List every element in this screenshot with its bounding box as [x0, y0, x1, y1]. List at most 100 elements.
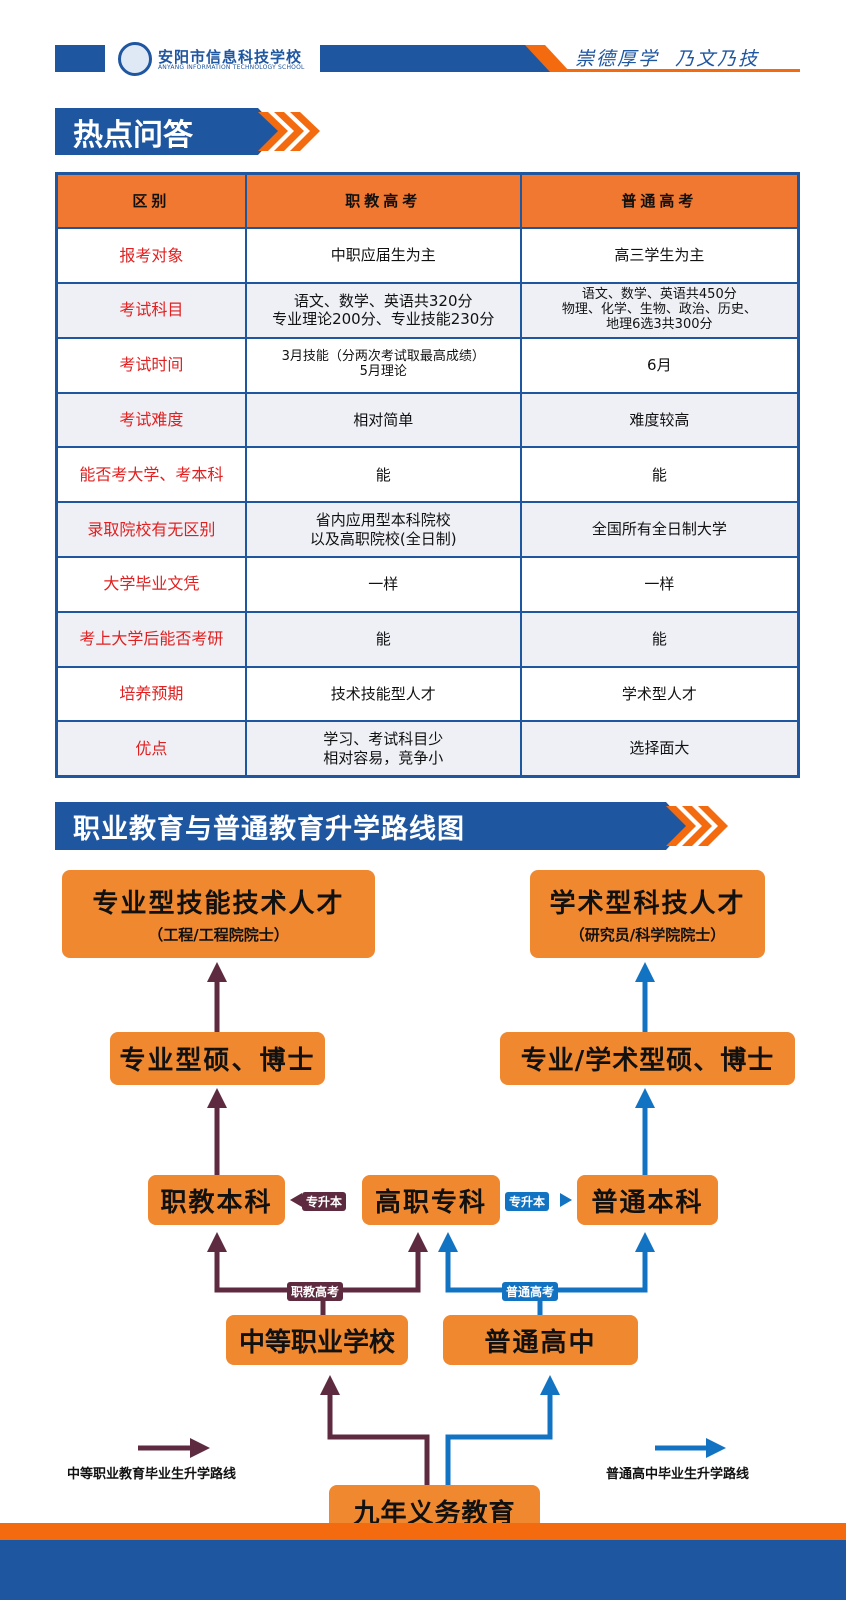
cell-vocational: 省内应用型本科院校以及高职院校(全日制)	[244, 501, 522, 559]
cell-vocational: 相对简单	[244, 391, 522, 449]
box-master-left: 专业型硕、博士	[110, 1032, 325, 1085]
cell-line: 高三学生为主	[614, 246, 705, 265]
cell-line: 学习、考试科目少	[323, 729, 444, 748]
cell-line: 3月技能（分两次考试取最高成绩）	[281, 349, 485, 365]
cell-general: 高三学生为主	[519, 227, 800, 285]
cell-line: 全国所有全日制大学	[591, 520, 727, 539]
cell-line: 相对容易，竞争小	[323, 748, 444, 767]
table-row: 录取院校有无区别省内应用型本科院校以及高职院校(全日制)全国所有全日制大学	[55, 501, 800, 559]
cell-line: 学术型人才	[621, 684, 697, 703]
cell-line: 6月	[647, 355, 672, 374]
row-label: 能否考大学、考本科	[55, 446, 247, 504]
box-top-left: 专业型技能技术人才 （工程/工程院院士）	[62, 870, 375, 958]
box-title: 专业型技能技术人才	[92, 889, 345, 919]
cell-line: 一样	[644, 575, 675, 594]
header-bar-decoration	[320, 45, 800, 72]
school-logo-icon	[118, 42, 152, 76]
arrow-exam-general-right	[540, 1232, 655, 1293]
school-name-en: ANYANG INFORMATION TECHNOLOGY SCHOOL	[158, 64, 305, 71]
chevrons-icon	[648, 802, 728, 850]
section-title-text: 热点问答	[73, 117, 193, 153]
table-row: 考试难度 相对简单 难度较高	[55, 391, 800, 449]
cell-vocational: 学习、考试科目少相对容易，竞争小	[244, 720, 522, 778]
arrow-zsb-left	[290, 1193, 302, 1207]
cell-line: 语文、数学、英语共450分	[581, 287, 737, 303]
cell-line: 物理、化学、生物、政治、历史、	[561, 302, 757, 318]
table-row: 考上大学后能否考研 能 能	[55, 610, 800, 668]
box-master-right: 专业/学术型硕、博士	[500, 1032, 795, 1085]
cell-line: 专业理论200分、专业技能230分	[272, 310, 495, 329]
school-name: 安阳市信息科技学校	[158, 48, 303, 66]
table-header-cell: 职教高考	[244, 172, 522, 230]
cell-general: 学术型人才	[519, 665, 800, 723]
comparison-table: 区别职教高考普通高考 报考对象 中职应届生为主 高三学生为主考试科目 语文、数学、英语…	[55, 172, 800, 778]
cell-line: 难度较高	[629, 410, 690, 429]
row-label: 录取院校有无区别	[55, 501, 247, 559]
box-bachelor: 普通本科	[577, 1175, 718, 1225]
cell-general: 能	[519, 446, 800, 504]
school-motto: 崇德厚学 乃文乃技	[575, 48, 760, 70]
box-secondary-voc: 中等职业学校	[226, 1315, 408, 1365]
table-row: 优点学习、考试科目少相对容易，竞争小选择面大	[55, 720, 800, 778]
cell-line: 语文、数学、英语共320分	[293, 291, 473, 310]
arrow-zsb-right	[560, 1193, 572, 1207]
cell-general: 一样	[519, 556, 800, 613]
row-label: 考试难度	[55, 391, 247, 449]
cell-general: 选择面大	[519, 720, 800, 778]
section-title-qa: 热点问答	[55, 108, 245, 155]
cell-vocational: 能	[244, 610, 522, 668]
cell-line: 相对简单	[353, 410, 414, 429]
section-title-text: 职业教育与普通教育升学路线图	[73, 813, 465, 845]
row-label: 优点	[55, 720, 247, 778]
box-title: 学术型科技人才	[549, 889, 746, 919]
arrow-exam-general-left	[438, 1232, 543, 1315]
cell-vocational: 中职应届生为主	[244, 227, 522, 285]
row-label: 报考对象	[55, 227, 247, 285]
cell-vocational: 一样	[244, 556, 522, 613]
arrow-exam-voc-left	[207, 1232, 326, 1315]
table-header-cell: 普通高考	[519, 172, 800, 230]
cell-line: 选择面大	[629, 739, 690, 758]
cell-line: 地理6选3共300分	[606, 316, 713, 332]
cell-line: 5月理论	[359, 364, 407, 380]
table-row: 能否考大学、考本科能能	[55, 446, 800, 504]
cell-vocational: 技术技能型人才	[244, 665, 522, 723]
cell-line: 技术技能型人才	[330, 684, 436, 703]
cell-vocational: 能	[244, 446, 522, 504]
cell-line: 能	[375, 629, 391, 648]
box-voc-bachelor: 职教本科	[148, 1175, 285, 1225]
table-row: 培养预期技术技能型人才学术型人才	[55, 665, 800, 723]
box-subtitle: （工程/工程院院士）	[148, 926, 289, 944]
cell-general: 6月	[519, 336, 800, 394]
cell-general: 全国所有全日制大学	[519, 501, 800, 559]
cell-line: 一样	[368, 575, 399, 594]
tag-zsb-right: 专升本	[505, 1192, 550, 1211]
cell-general: 难度较高	[519, 391, 800, 449]
row-label: 考上大学后能否考研	[55, 610, 247, 668]
chevrons-icon	[240, 108, 320, 155]
cell-general: 语文、数学、英语共450分物理、化学、生物、政治、历史、地理6选3共300分	[519, 282, 800, 339]
section-title-route: 职业教育与普通教育升学路线图	[55, 802, 653, 850]
cell-line: 省内应用型本科院校	[315, 510, 451, 529]
arrow-compulsory-to-secondary	[320, 1375, 430, 1485]
row-label: 大学毕业文凭	[55, 556, 247, 613]
box-vocational-college: 高职专科	[362, 1175, 500, 1225]
cell-line: 能	[651, 465, 667, 484]
cell-general: 能	[519, 610, 800, 668]
cell-line: 中职应届生为主	[330, 246, 436, 265]
box-subtitle: （研究员/科学院院士）	[569, 926, 726, 944]
footer-orange-bar	[0, 1523, 846, 1540]
table-row: 考试科目 语文、数学、英语共320分专业理论200分、专业技能230分 语文、数学、…	[55, 282, 800, 339]
arrow-compulsory-to-highschool	[445, 1375, 560, 1485]
table-header-cell: 区别	[55, 172, 247, 230]
cell-line: 以及高职院校(全日制)	[309, 529, 457, 548]
cell-vocational: 3月技能（分两次考试取最高成绩）5月理论	[244, 336, 522, 394]
legend-general-route: 普通高中毕业生升学路线	[606, 1467, 750, 1482]
tag-exam-general: 普通高考	[502, 1282, 559, 1301]
box-high-school: 普通高中	[443, 1315, 638, 1365]
row-label: 考试科目	[55, 282, 247, 339]
table-header-row: 区别职教高考普通高考	[55, 172, 800, 230]
legend-voc-route: 中等职业教育毕业生升学路线	[67, 1467, 237, 1482]
